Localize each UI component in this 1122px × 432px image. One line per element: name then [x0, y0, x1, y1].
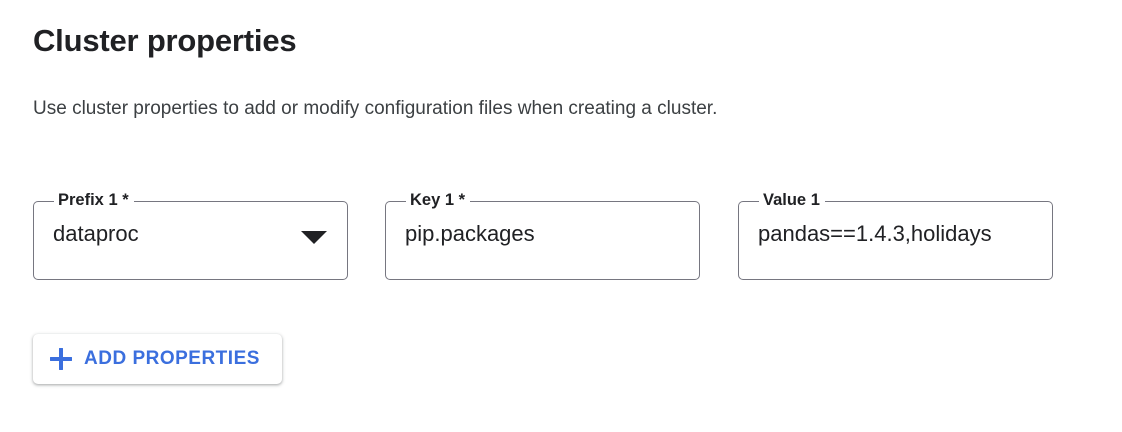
page-title: Cluster properties: [33, 23, 297, 58]
key-1-input[interactable]: [405, 220, 688, 248]
field-value-1[interactable]: Value 1: [738, 190, 1053, 280]
value-1-input[interactable]: [758, 220, 1041, 248]
field-label-key-1: Key 1 *: [406, 190, 471, 210]
outline-right: [326, 201, 348, 280]
outline-left: [385, 201, 407, 280]
outline-left: [33, 201, 55, 280]
outline-top: [129, 201, 327, 202]
field-label-value-1: Value 1: [759, 190, 825, 210]
outline-top: [820, 201, 1032, 202]
field-key-1[interactable]: Key 1 *: [385, 190, 700, 280]
field-label-prefix-1: Prefix 1 *: [54, 190, 134, 210]
add-properties-button[interactable]: ADD PROPERTIES: [33, 334, 282, 384]
outline-top: [466, 201, 679, 202]
chevron-down-icon[interactable]: [301, 231, 327, 244]
add-properties-label: ADD PROPERTIES: [84, 348, 260, 369]
page-subtitle: Use cluster properties to add or modify …: [33, 98, 718, 119]
field-prefix-1[interactable]: Prefix 1 *: [33, 190, 348, 280]
outline-bottom: [54, 279, 327, 280]
prefix-1-input[interactable]: [53, 220, 300, 248]
outline-bottom: [406, 279, 679, 280]
outline-left: [738, 201, 760, 280]
plus-icon: [50, 348, 72, 370]
outline-bottom: [759, 279, 1032, 280]
